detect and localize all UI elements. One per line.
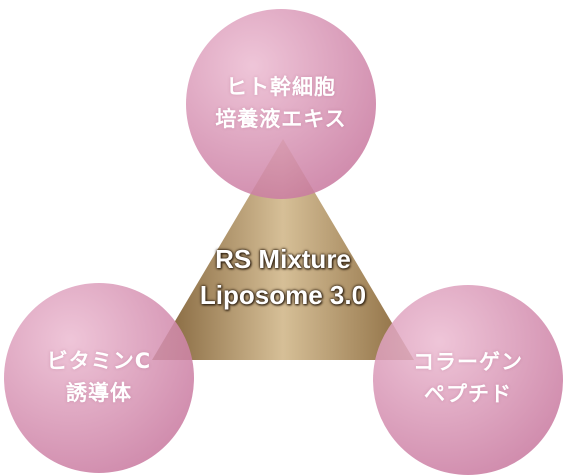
circle-top: [186, 9, 376, 199]
node-right-line1: コラーゲン: [413, 350, 523, 374]
node-left-line1: ビタミンC: [46, 349, 152, 373]
node-label-left: ビタミンC 誘導体: [47, 345, 151, 409]
center-triangle: [152, 139, 414, 360]
node-label-right: コラーゲン ペプチド: [413, 346, 523, 410]
circle-right: [373, 285, 563, 475]
node-label-top: ヒト幹細胞 培養液エキス: [215, 71, 346, 135]
node-left-line2: 誘導体: [65, 381, 132, 405]
node-top-line2: 培養液エキス: [215, 107, 347, 131]
center-line1: RS Mixture: [215, 244, 351, 274]
center-label: RS Mixture Liposome 3.0: [200, 241, 366, 313]
center-line2: Liposome 3.0: [199, 280, 367, 310]
circle-left: [4, 283, 194, 473]
node-top-line1: ヒト幹細胞: [226, 75, 336, 99]
node-right-line2: ペプチド: [424, 382, 512, 406]
